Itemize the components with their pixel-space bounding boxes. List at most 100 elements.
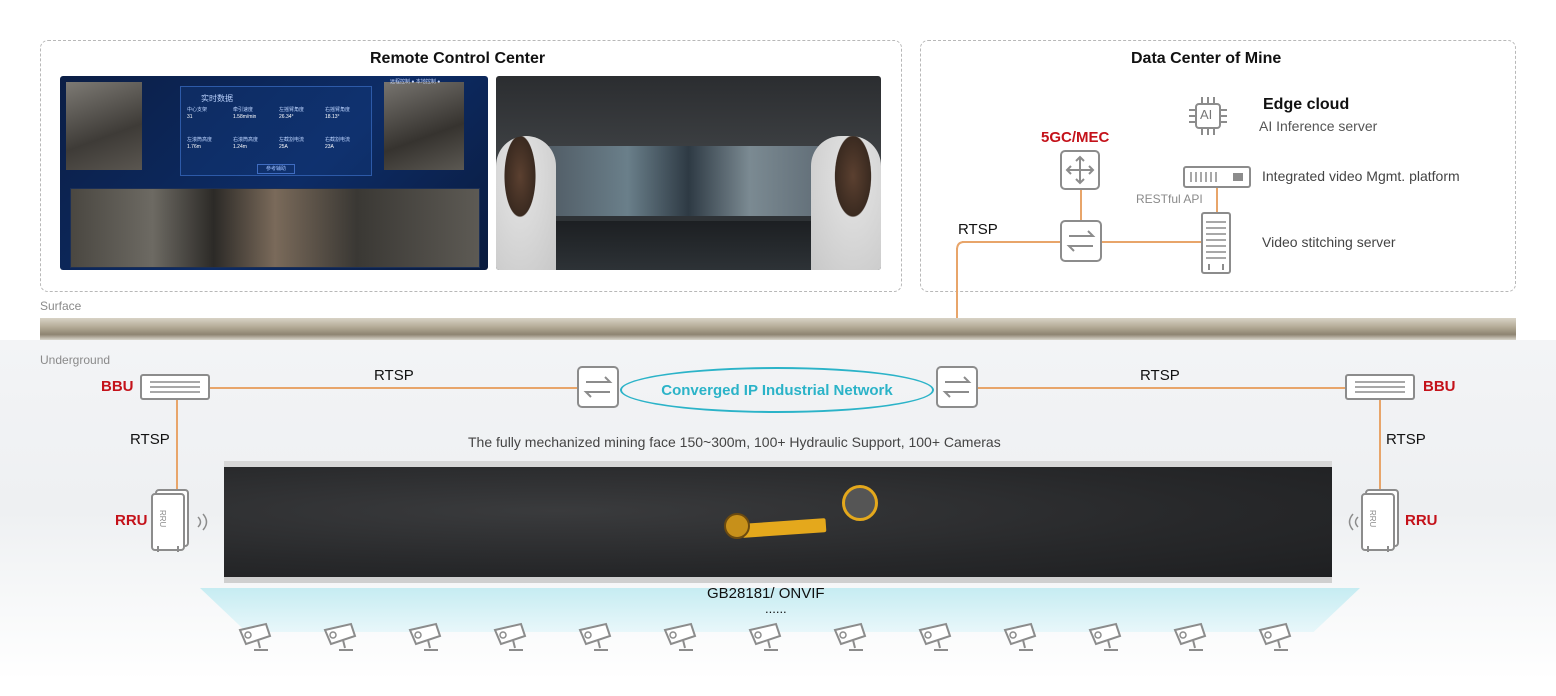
bbu-right-label: BBU	[1423, 378, 1456, 395]
rru-right-device-text: RRU	[1368, 510, 1377, 528]
mec-label: 5GC/MEC	[1041, 129, 1110, 146]
mec-to-switch-line	[1080, 190, 1082, 220]
bbu-right-to-rru-line	[1379, 400, 1381, 490]
line-corner	[956, 241, 965, 251]
edge-cloud-title: Edge cloud	[1263, 96, 1350, 113]
status-local: 本地控制	[415, 79, 436, 85]
bbu-left-to-switch-line	[210, 387, 577, 389]
protocol-label: GB28181/ ONVIF	[707, 585, 825, 602]
rtsp-datacenter-label: RTSP	[958, 221, 998, 238]
switch-icon-right	[936, 366, 978, 408]
remote-control-center-panel	[40, 40, 902, 292]
restful-api-label: RESTful API	[1136, 192, 1203, 206]
camera-icon	[1088, 622, 1122, 651]
control-room-desk	[556, 221, 826, 270]
dashboard-metric-value: 26.34°	[279, 114, 294, 120]
panoramic-video-strip	[70, 188, 480, 268]
camera-icon	[323, 622, 357, 651]
bbu-left-to-rru-line	[176, 400, 178, 490]
video-platform-server-icon	[1183, 166, 1251, 188]
rtsp-right-vertical-label: RTSP	[1386, 431, 1426, 448]
dashboard-metric-name: 左截割电流	[279, 137, 305, 143]
shearer-body	[741, 518, 827, 538]
rru-left-device-text: RRU	[158, 510, 167, 528]
camera-icon	[1003, 622, 1037, 651]
dashboard-metric-value: 1.24m	[233, 144, 247, 150]
camera-beam-strip	[200, 588, 1360, 632]
dashboard-metric-name: 左滚筒高度	[187, 137, 213, 143]
camera-icon	[578, 622, 612, 651]
switch-icon-datacenter	[1060, 220, 1102, 262]
wireless-signal-icon-right	[1348, 513, 1359, 531]
remote-control-center-title: Remote Control Center	[370, 50, 546, 67]
dashboard-metric-name: 右截割电流	[325, 137, 351, 143]
converged-network-label: Converged IP Industrial Network	[661, 381, 893, 399]
surface-vertical-line	[956, 248, 958, 368]
rru-right-icon	[1361, 489, 1399, 552]
dashboard-metric-value: 1.76m	[187, 144, 201, 150]
dashboard-metric-name: 右摇臂角度	[325, 107, 351, 113]
bbu-left-icon	[140, 374, 210, 400]
mining-face-description: The fully mechanized mining face 150~300…	[468, 434, 1001, 450]
camera-icon	[1173, 622, 1207, 651]
realtime-data-title: 实时数据	[201, 94, 233, 103]
ground-layer	[40, 318, 1516, 340]
camera-thumb-right	[384, 82, 464, 170]
edge-cloud-subtitle: AI Inference server	[1259, 118, 1378, 134]
router-icon	[1060, 150, 1100, 190]
operator-right	[811, 136, 881, 270]
camera-icon	[663, 622, 697, 651]
control-room-photo	[496, 76, 881, 270]
surface-label: Surface	[40, 299, 82, 313]
shearer-machine	[724, 485, 878, 547]
underground-label: Underground	[40, 353, 111, 367]
mining-face-image	[224, 461, 1332, 583]
camera-icon	[748, 622, 782, 651]
camera-row	[0, 622, 1556, 662]
camera-thumb-left	[66, 82, 142, 170]
rru-right-label: RRU	[1405, 512, 1438, 529]
control-room-screens	[536, 146, 841, 216]
switch-right-to-bbu-line	[978, 387, 1345, 389]
camera-icon	[1258, 622, 1292, 651]
switch-icon-left	[577, 366, 619, 408]
bbu-left-label: BBU	[101, 378, 134, 395]
rru-left-label: RRU	[115, 512, 148, 529]
ai-chip-icon	[1189, 97, 1227, 135]
bbu-right-icon	[1345, 374, 1415, 400]
converged-network-ellipse: Converged IP Industrial Network	[620, 367, 934, 413]
camera-icon	[918, 622, 952, 651]
operator-left	[496, 136, 556, 270]
dashboard-metric-name: 中心支架	[187, 107, 208, 113]
dashboard-metric-name: 左摇臂角度	[279, 107, 305, 113]
dashboard-status: 远程控制 ● 本地控制 ●	[390, 79, 441, 85]
realtime-data-button[interactable]: 参考辅助	[257, 164, 295, 174]
video-platform-label: Integrated video Mgmt. platform	[1262, 168, 1460, 184]
data-center-title: Data Center of Mine	[1131, 50, 1282, 67]
ai-chip-text: AI	[1200, 107, 1213, 122]
stitching-server-icon	[1201, 212, 1231, 274]
dashboard-metric-name: 牵引速度	[233, 107, 254, 113]
rtsp-right-horizontal-label: RTSP	[1140, 367, 1180, 384]
platform-to-stitcher-line	[1216, 188, 1218, 214]
data-center-panel	[920, 40, 1516, 292]
switch-to-surface-line-h	[962, 241, 1060, 243]
rtsp-left-vertical-label: RTSP	[130, 431, 170, 448]
dashboard-metric-value: 23A	[325, 144, 334, 150]
dashboard-metric-value: 18.13°	[325, 114, 340, 120]
dashboard-metric-value: 25A	[279, 144, 288, 150]
rru-left-icon	[151, 489, 189, 552]
dashboard-metric-value: 31	[187, 114, 193, 120]
dashboard-metric-value: 1.58m/min	[233, 114, 257, 120]
camera-icon	[833, 622, 867, 651]
status-remote: 远程控制	[390, 79, 411, 85]
